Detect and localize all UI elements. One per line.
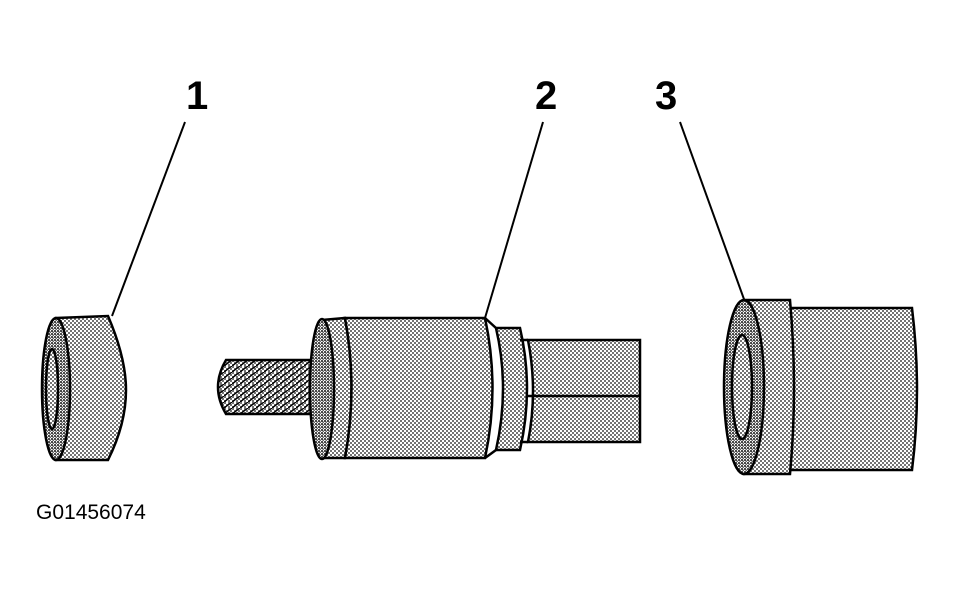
part-2-threaded-bolt bbox=[216, 316, 642, 461]
leader-lines bbox=[111, 121, 746, 319]
hex-end bbox=[526, 338, 642, 444]
part-1-bushing bbox=[40, 314, 128, 462]
figure-id: G01456074 bbox=[36, 501, 146, 524]
groove-ring bbox=[494, 326, 529, 452]
receiver-body bbox=[788, 306, 919, 472]
callout-2-label: 2 bbox=[535, 74, 558, 118]
part-3-receiver-cup bbox=[722, 298, 919, 476]
callout-3-label: 3 bbox=[655, 74, 678, 118]
leader-line-2 bbox=[484, 121, 544, 319]
leader-line-1 bbox=[111, 121, 186, 317]
leader-line-3 bbox=[679, 121, 746, 303]
callout-1-label: 1 bbox=[186, 74, 209, 118]
body bbox=[343, 316, 494, 460]
